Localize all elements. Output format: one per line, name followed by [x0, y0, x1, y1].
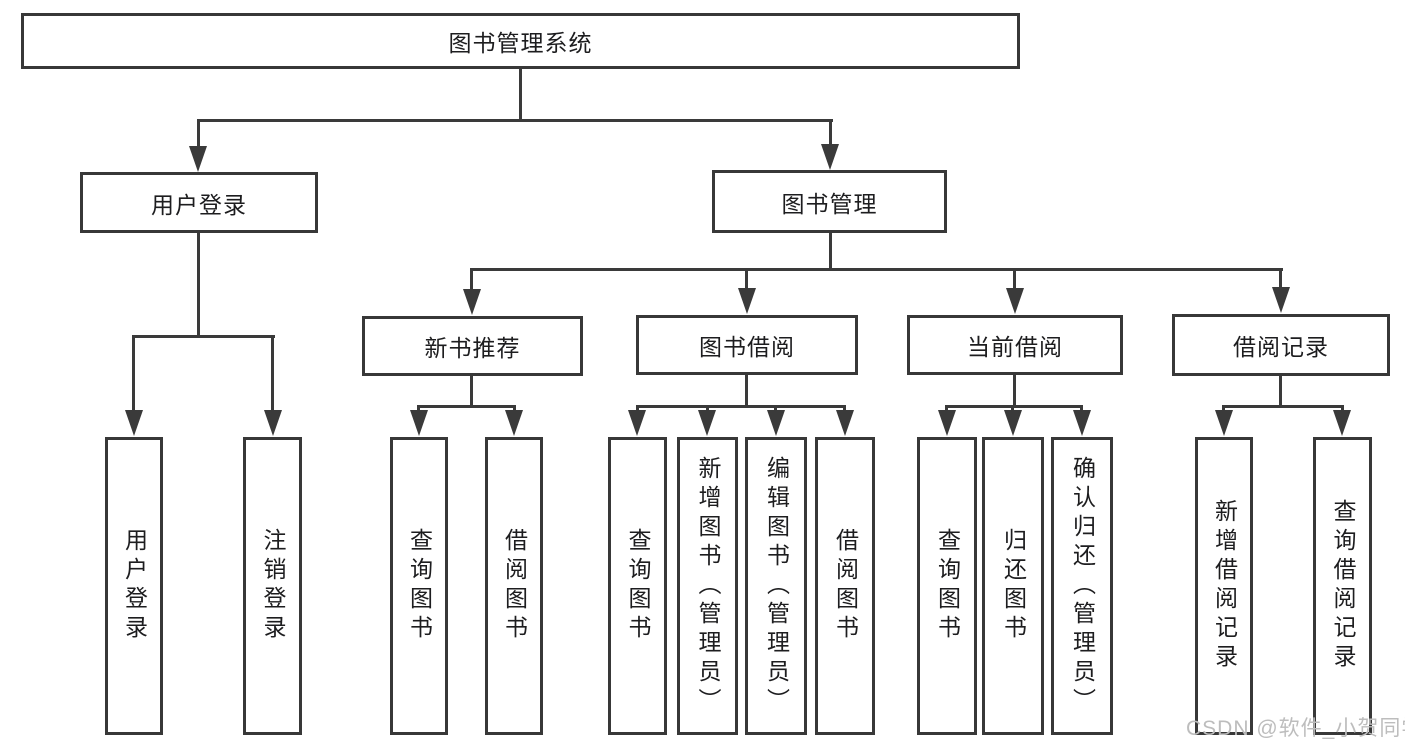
- arrow-down-icon: [628, 410, 646, 436]
- leaf-query-borrow-record-label: 查询借阅记录: [1330, 499, 1356, 673]
- connector-line: [470, 268, 1283, 271]
- leaf-query-books-3-label: 查询图书: [934, 528, 961, 644]
- connector-line: [829, 233, 832, 271]
- arrow-down-icon: [189, 146, 207, 172]
- connector-line: [132, 335, 135, 412]
- arrow-down-icon: [410, 410, 428, 436]
- leaf-edit-books-admin: 编辑图书（管理员）: [745, 437, 807, 735]
- connector-line: [636, 405, 846, 408]
- arrow-down-icon: [738, 288, 756, 314]
- connector-line: [1011, 405, 1014, 414]
- connector-line: [1013, 375, 1016, 407]
- connector-line: [519, 69, 522, 122]
- connector-line: [745, 268, 748, 291]
- leaf-query-books-1: 查询图书: [390, 437, 448, 735]
- connector-line: [945, 405, 948, 414]
- arrow-down-icon: [463, 289, 481, 315]
- arrow-down-icon: [264, 410, 282, 436]
- connector-line: [1279, 268, 1282, 291]
- leaf-borrow-books-1-label: 借阅图书: [501, 528, 528, 644]
- leaf-confirm-return-admin-label: 确认归还（管理员）: [1069, 455, 1096, 717]
- arrow-down-icon: [125, 410, 143, 436]
- node-root-label: 图书管理系统: [448, 30, 593, 56]
- connector-line: [636, 405, 639, 414]
- connector-line: [945, 405, 1083, 408]
- arrow-down-icon: [1333, 410, 1351, 436]
- arrow-down-icon: [767, 410, 785, 436]
- leaf-user-login: 用户登录: [105, 437, 163, 735]
- arrow-down-icon: [1215, 410, 1233, 436]
- node-book-borrow-label: 图书借阅: [699, 334, 795, 360]
- leaf-confirm-return-admin: 确认归还（管理员）: [1051, 437, 1113, 735]
- watermark-text: CSDN @软件_小贺同学: [1186, 717, 1405, 740]
- leaf-query-borrow-record: 查询借阅记录: [1313, 437, 1372, 735]
- connector-line: [197, 119, 833, 122]
- leaf-user-login-label: 用户登录: [121, 528, 148, 644]
- node-borrow-records: 借阅记录: [1172, 314, 1390, 376]
- connector-line: [1279, 376, 1282, 407]
- connector-line: [1080, 405, 1083, 414]
- arrow-down-icon: [938, 410, 956, 436]
- leaf-add-borrow-record-label: 新增借阅记录: [1211, 499, 1238, 673]
- connector-line: [513, 405, 516, 414]
- arrow-down-icon: [698, 410, 716, 436]
- node-root: 图书管理系统: [21, 13, 1020, 69]
- arrow-down-icon: [836, 410, 854, 436]
- connector-line: [470, 268, 473, 291]
- connector-line: [1341, 405, 1344, 414]
- node-new-book-recommend-label: 新书推荐: [424, 335, 521, 361]
- node-book-management: 图书管理: [712, 170, 947, 233]
- connector-line: [706, 405, 709, 414]
- connector-line: [843, 405, 846, 414]
- node-book-management-label: 图书管理: [781, 190, 878, 217]
- connector-line: [197, 119, 200, 149]
- connector-line: [197, 233, 200, 337]
- node-borrow-records-label: 借阅记录: [1233, 334, 1329, 360]
- connector-line: [1222, 405, 1344, 408]
- leaf-borrow-books-2-label: 借阅图书: [832, 528, 859, 644]
- arrow-down-icon: [1272, 287, 1290, 313]
- connector-line: [132, 335, 275, 338]
- connector-line: [829, 119, 832, 147]
- connector-line: [417, 405, 516, 408]
- arrow-down-icon: [821, 144, 839, 170]
- connector-line: [1222, 405, 1225, 414]
- connector-line: [271, 335, 274, 412]
- leaf-logout-label: 注销登录: [260, 528, 286, 644]
- leaf-return-books-label: 归还图书: [1000, 528, 1027, 644]
- leaf-query-books-2: 查询图书: [608, 437, 667, 735]
- leaf-edit-books-admin-label: 编辑图书（管理员）: [763, 455, 790, 717]
- node-new-book-recommend: 新书推荐: [362, 316, 583, 376]
- leaf-query-books-3: 查询图书: [917, 437, 977, 735]
- leaf-query-books-2-label: 查询图书: [625, 528, 651, 644]
- connector-line: [1013, 268, 1016, 291]
- leaf-return-books: 归还图书: [982, 437, 1044, 735]
- leaf-add-books-admin: 新增图书（管理员）: [677, 437, 738, 735]
- arrow-down-icon: [1006, 288, 1024, 314]
- arrow-down-icon: [505, 410, 523, 436]
- leaf-logout: 注销登录: [243, 437, 302, 735]
- connector-line: [774, 405, 777, 414]
- node-current-borrow-label: 当前借阅: [967, 334, 1063, 360]
- node-current-borrow: 当前借阅: [907, 315, 1123, 375]
- leaf-add-borrow-record: 新增借阅记录: [1195, 437, 1253, 735]
- leaf-add-books-admin-label: 新增图书（管理员）: [695, 455, 721, 717]
- leaf-borrow-books-1: 借阅图书: [485, 437, 543, 735]
- connector-line: [745, 375, 748, 407]
- leaf-borrow-books-2: 借阅图书: [815, 437, 875, 735]
- connector-line: [470, 376, 473, 407]
- node-book-borrow: 图书借阅: [636, 315, 858, 375]
- leaf-query-books-1-label: 查询图书: [406, 528, 433, 644]
- arrow-down-icon: [1004, 410, 1022, 436]
- node-user-login-label: 用户登录: [151, 191, 247, 218]
- connector-line: [417, 405, 420, 414]
- arrow-down-icon: [1073, 410, 1091, 436]
- node-user-login: 用户登录: [80, 172, 318, 233]
